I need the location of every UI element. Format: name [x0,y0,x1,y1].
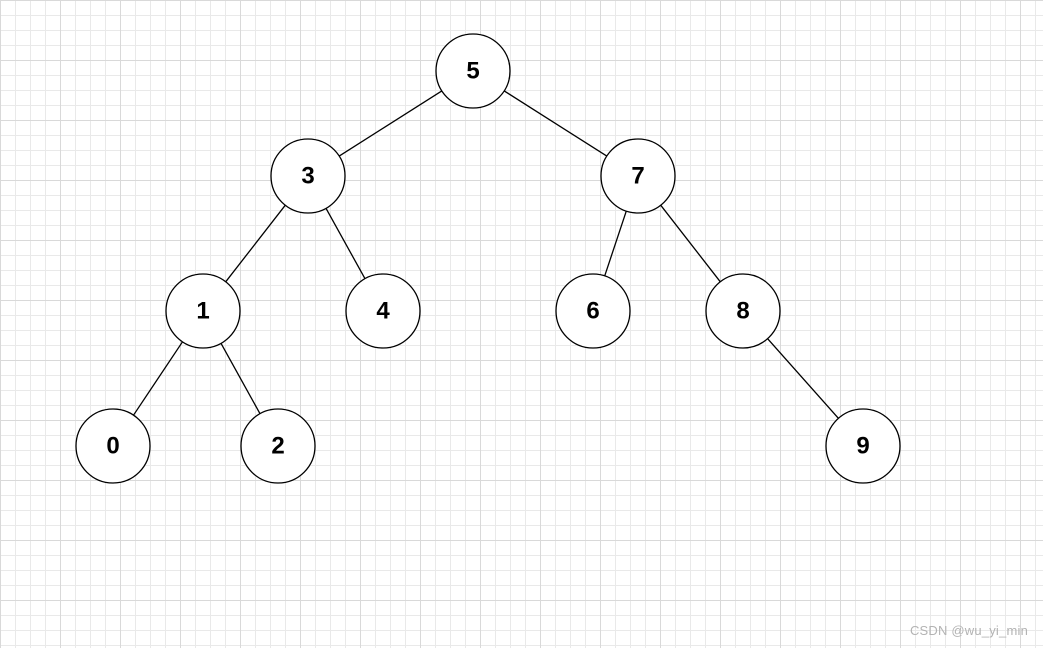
tree-node-7: 7 [600,138,676,214]
node-circle-9 [825,408,901,484]
edges-layer [132,90,839,419]
node-label-4: 4 [376,298,390,325]
node-label-7: 7 [631,163,644,190]
edge-7-8 [660,204,721,283]
node-circle-4 [345,273,421,349]
node-circle-1 [165,273,241,349]
edge-3-1 [225,204,286,283]
node-label-0: 0 [106,433,119,460]
node-circle-8 [705,273,781,349]
node-circle-5 [435,33,511,109]
node-circle-2 [240,408,316,484]
node-circle-0 [75,408,151,484]
tree-node-8: 8 [705,273,781,349]
node-label-8: 8 [736,298,749,325]
tree-node-0: 0 [75,408,151,484]
node-circle-6 [555,273,631,349]
edge-8-9 [767,338,839,419]
edge-7-6 [604,210,627,277]
node-circle-7 [600,138,676,214]
edge-5-3 [338,90,443,157]
node-label-6: 6 [586,298,599,325]
tree-node-4: 4 [345,273,421,349]
edge-3-4 [325,207,366,280]
node-circle-3 [270,138,346,214]
tree-node-9: 9 [825,408,901,484]
node-label-2: 2 [271,433,284,460]
tree-node-5: 5 [435,33,511,109]
edge-1-2 [220,342,261,415]
node-label-5: 5 [466,58,479,85]
edge-5-7 [503,90,608,157]
tree-node-6: 6 [555,273,631,349]
tree-node-1: 1 [165,273,241,349]
node-label-1: 1 [196,298,209,325]
tree-node-2: 2 [240,408,316,484]
node-label-3: 3 [301,163,314,190]
nodes-layer: 5 3 7 1 4 6 8 0 2 9 [75,33,901,484]
node-label-9: 9 [856,433,869,460]
tree-node-3: 3 [270,138,346,214]
edge-1-0 [132,341,184,416]
watermark: CSDN @wu_yi_min [909,623,1028,638]
